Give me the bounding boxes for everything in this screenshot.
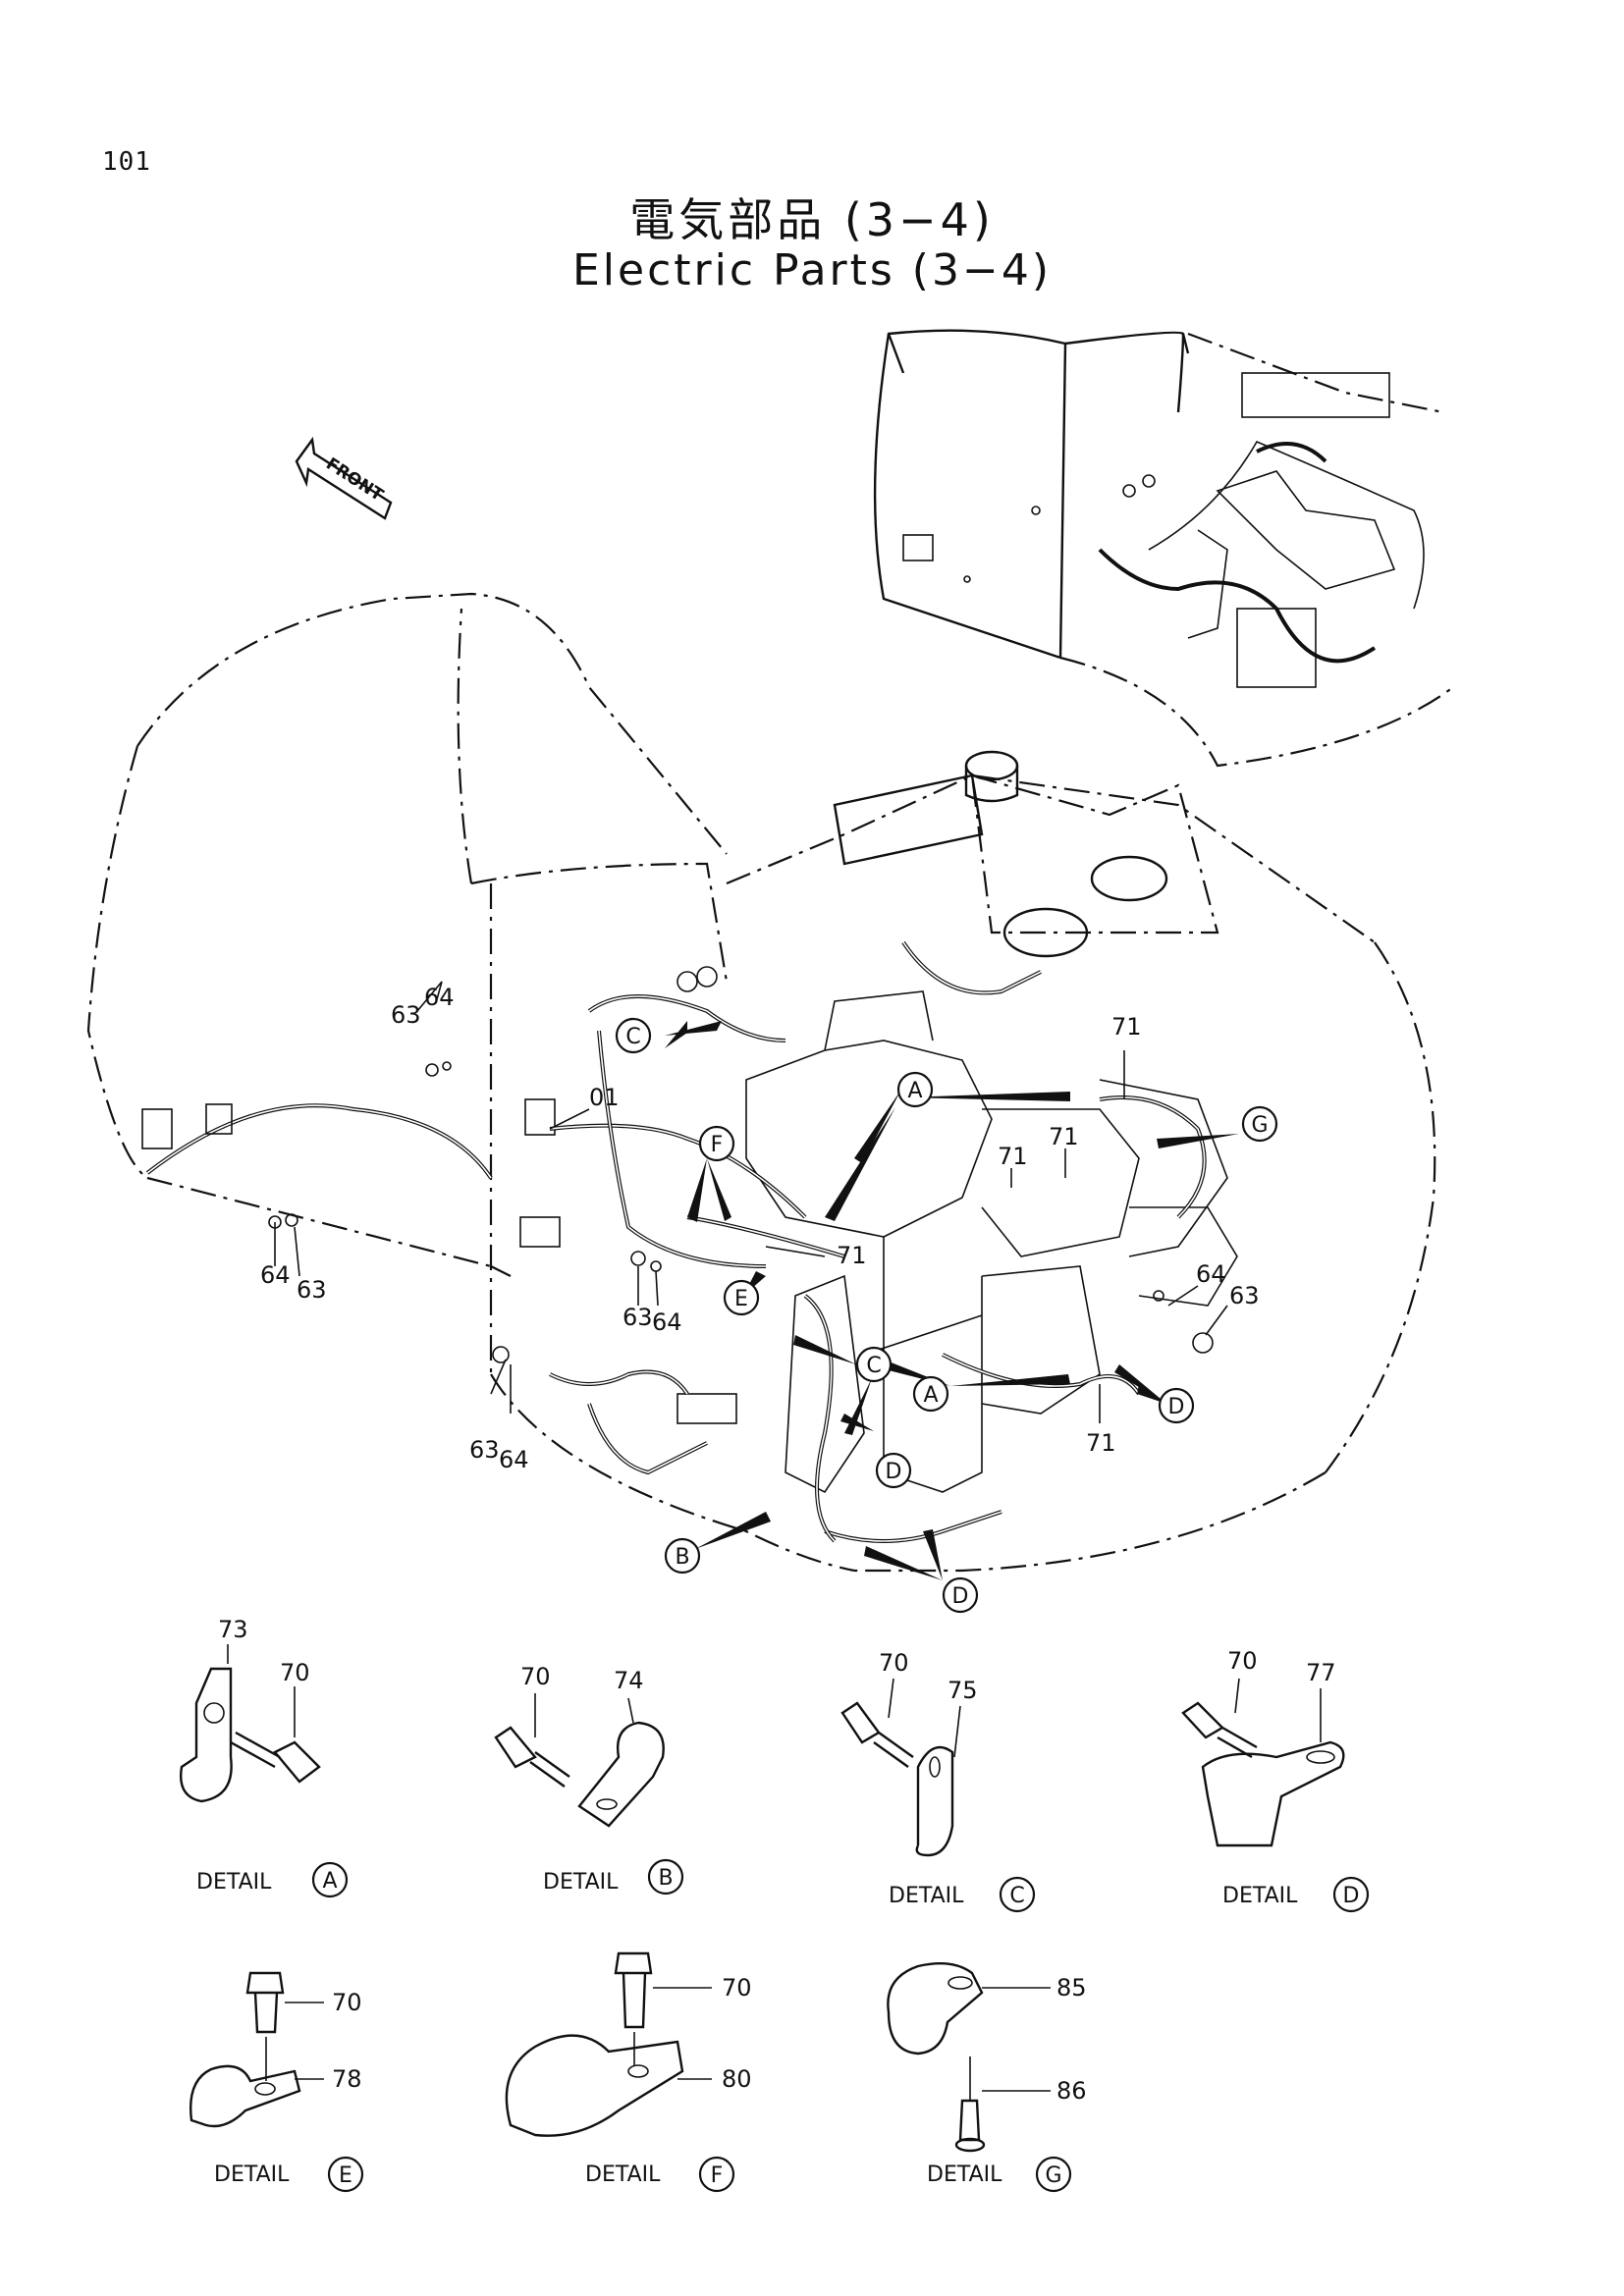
svg-text:70: 70 (520, 1663, 551, 1690)
label-64: 64 (260, 1261, 291, 1289)
detail-d: 70 77 DETAIL D (1181, 1647, 1370, 1913)
label-71: 71 (837, 1242, 867, 1269)
label-63: 63 (469, 1436, 500, 1464)
callout-d-right: D (1158, 1387, 1195, 1424)
label-71: 71 (1049, 1123, 1079, 1150)
callout-c-top: C (615, 1017, 652, 1054)
svg-text:70: 70 (722, 1974, 752, 2002)
label-01: 01 (589, 1084, 620, 1111)
svg-text:F: F (711, 1133, 724, 1157)
page-number: 101 (102, 147, 151, 177)
svg-text:77: 77 (1306, 1659, 1336, 1686)
label-63: 63 (623, 1304, 653, 1331)
detail-a: 73 70 DETAIL A (180, 1616, 349, 1898)
svg-text:75: 75 (947, 1677, 978, 1704)
detail-b-label: DETAIL (543, 1870, 619, 1895)
svg-text:A: A (923, 1383, 938, 1408)
main-part-labels: 63 64 01 64 63 63 64 63 64 71 71 71 71 7… (260, 984, 1260, 1473)
svg-text:78: 78 (332, 2065, 362, 2093)
detail-f-label: DETAIL (585, 2163, 661, 2187)
svg-text:E: E (339, 2163, 352, 2188)
leader-lines (274, 981, 1239, 1580)
detail-c-label: DETAIL (889, 1884, 964, 1908)
inset-view (873, 329, 1454, 768)
label-71: 71 (998, 1143, 1028, 1170)
svg-text:80: 80 (722, 2065, 752, 2093)
detail-a-label: DETAIL (196, 1870, 272, 1895)
front-arrow-icon: FRONT (295, 436, 393, 520)
svg-text:B: B (675, 1545, 689, 1570)
callout-c-bottom: C (855, 1346, 893, 1383)
callout-e: E (723, 1279, 760, 1316)
svg-text:70: 70 (879, 1649, 909, 1677)
svg-text:86: 86 (1056, 2077, 1087, 2105)
page-title-english: Electric Parts (3−4) (572, 245, 1052, 295)
svg-text:B: B (658, 1866, 673, 1891)
page-title-japanese: 電気部品 (3−4) (629, 193, 995, 246)
callout-b: B (664, 1537, 701, 1575)
callout-f: F (698, 1125, 735, 1162)
svg-text:85: 85 (1056, 1974, 1087, 2002)
svg-text:A: A (322, 1869, 337, 1894)
svg-text:70: 70 (1227, 1647, 1258, 1675)
callout-d-bottom: D (942, 1576, 979, 1614)
svg-text:F: F (711, 2163, 724, 2188)
svg-text:D: D (1343, 1884, 1360, 1908)
svg-text:70: 70 (332, 1989, 362, 2016)
svg-text:E: E (734, 1287, 748, 1311)
svg-text:C: C (625, 1025, 640, 1049)
label-63: 63 (1229, 1282, 1260, 1309)
callout-d-mid: D (875, 1452, 912, 1489)
label-64: 64 (424, 984, 455, 1011)
svg-text:D: D (1168, 1395, 1185, 1419)
callout-a-top: A (896, 1071, 934, 1108)
detail-f: 70 80 DETAIL F (505, 1951, 752, 2193)
label-71: 71 (1086, 1429, 1116, 1457)
svg-text:G: G (1045, 2163, 1061, 2188)
svg-text:D: D (952, 1584, 969, 1609)
label-64: 64 (652, 1308, 682, 1336)
detail-b: 70 74 DETAIL B (494, 1663, 684, 1896)
detail-e: 70 78 DETAIL E (189, 1971, 364, 2193)
svg-text:73: 73 (218, 1616, 248, 1643)
svg-text:C: C (1009, 1884, 1024, 1908)
detail-c: 70 75 DETAIL C (840, 1649, 1036, 1913)
machine-body-outline (490, 750, 1436, 1573)
label-71: 71 (1111, 1013, 1142, 1041)
callout-a-bottom: A (912, 1375, 949, 1413)
engine-assembly (519, 990, 1238, 1494)
wiring-harness (141, 940, 1214, 1543)
label-64: 64 (1196, 1260, 1226, 1288)
callout-g: G (1241, 1105, 1278, 1143)
svg-text:D: D (886, 1460, 902, 1484)
svg-text:70: 70 (280, 1659, 310, 1686)
detail-g-label: DETAIL (927, 2163, 1002, 2187)
detail-d-label: DETAIL (1222, 1884, 1298, 1908)
svg-text:G: G (1251, 1113, 1268, 1138)
svg-text:74: 74 (614, 1667, 644, 1694)
cab-outline (86, 592, 729, 1374)
label-63: 63 (297, 1276, 327, 1304)
detail-e-label: DETAIL (214, 2163, 290, 2187)
detail-g: 85 86 DETAIL G (887, 1962, 1087, 2193)
svg-text:C: C (866, 1354, 881, 1378)
label-63: 63 (391, 1001, 421, 1029)
svg-text:A: A (907, 1079, 922, 1103)
label-64: 64 (499, 1446, 529, 1473)
